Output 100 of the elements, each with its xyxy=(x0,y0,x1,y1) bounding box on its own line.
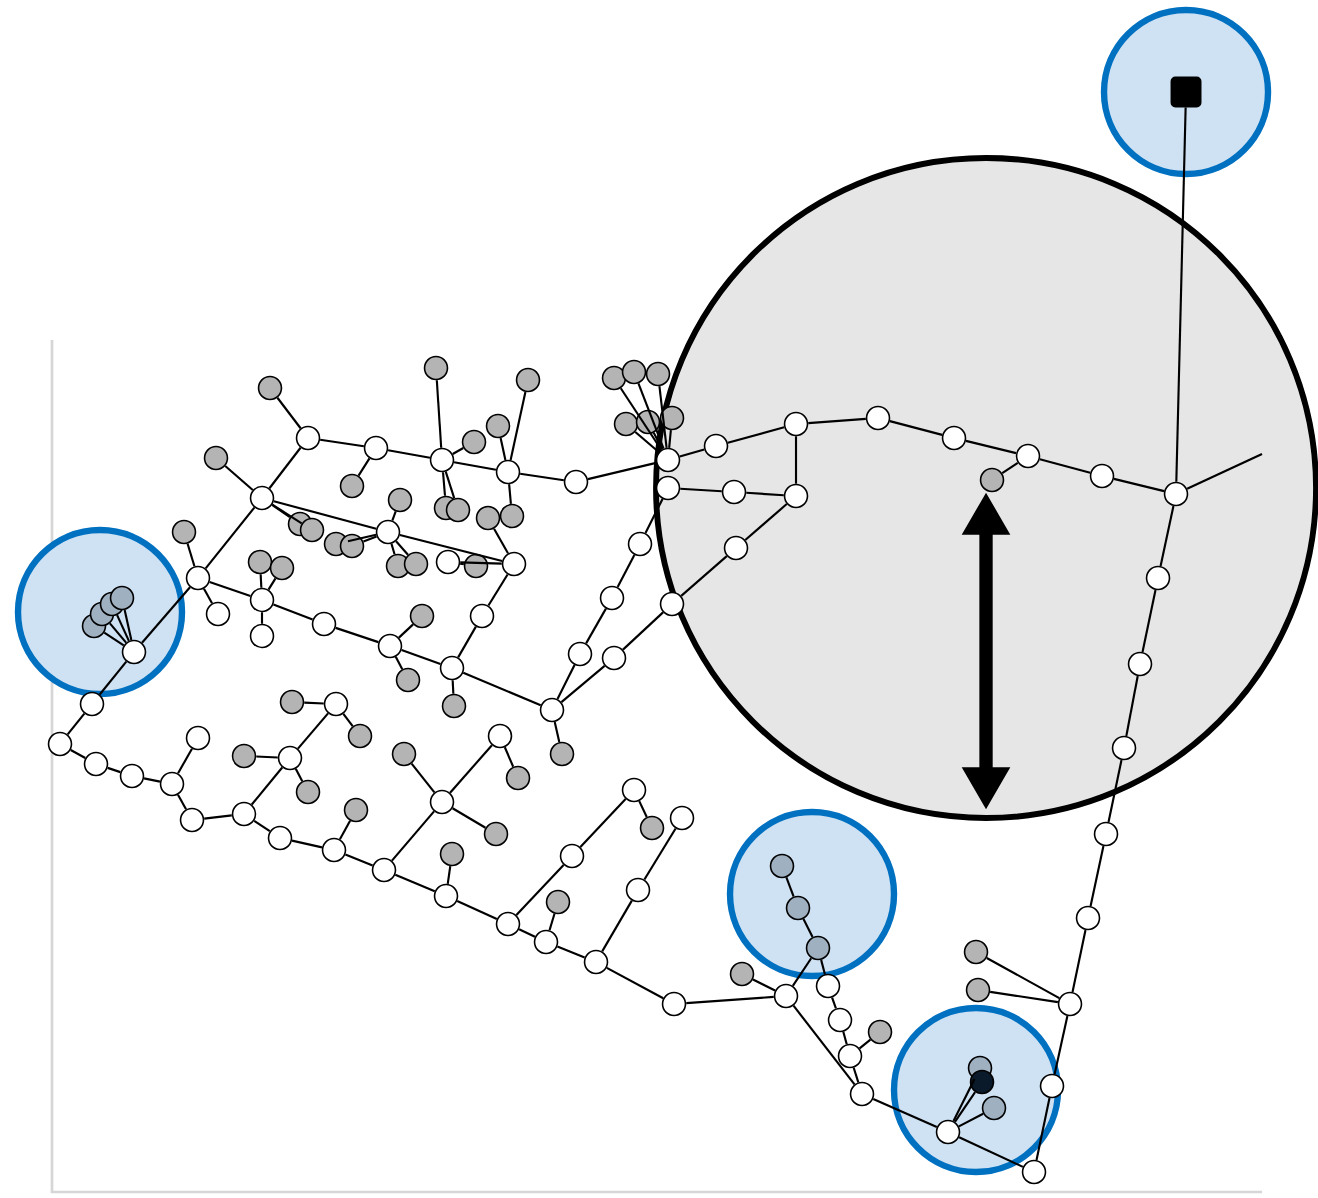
network-node xyxy=(339,473,365,499)
network-node xyxy=(79,691,105,717)
connector xyxy=(637,383,665,449)
connector xyxy=(204,814,232,820)
network-node xyxy=(247,549,273,575)
connector xyxy=(794,436,798,484)
connector xyxy=(668,430,672,448)
network-node xyxy=(583,949,609,975)
connector xyxy=(446,866,452,885)
connector xyxy=(958,1112,984,1128)
network-node xyxy=(965,977,991,1003)
connector xyxy=(304,701,324,705)
connector xyxy=(394,873,436,893)
connector xyxy=(451,680,455,694)
connector xyxy=(390,543,396,555)
connector xyxy=(1186,453,1263,490)
network-node xyxy=(429,789,455,815)
connector xyxy=(271,503,303,525)
network-node xyxy=(429,447,455,473)
connector xyxy=(587,461,657,481)
network-node xyxy=(435,549,461,575)
connector xyxy=(579,798,627,848)
connector xyxy=(452,447,464,455)
network-node xyxy=(941,425,967,451)
connector xyxy=(204,506,256,570)
connector xyxy=(644,498,664,534)
connector xyxy=(276,397,302,429)
connector xyxy=(462,671,542,707)
connector xyxy=(103,631,125,647)
network-node xyxy=(729,961,755,987)
connector xyxy=(548,913,556,931)
network-node xyxy=(979,467,1005,493)
connector xyxy=(634,431,660,453)
network-node xyxy=(171,519,197,545)
network-node xyxy=(231,801,257,827)
connector xyxy=(98,660,128,696)
network-node xyxy=(461,429,487,455)
connector xyxy=(1141,589,1157,653)
network-node xyxy=(773,983,799,1009)
connector xyxy=(345,853,373,867)
network-node xyxy=(1039,1073,1065,1099)
network-node xyxy=(395,667,421,693)
network-node xyxy=(409,603,435,629)
connector xyxy=(744,503,788,541)
network-node xyxy=(121,639,147,665)
network-node xyxy=(499,503,525,529)
network-node xyxy=(963,939,989,965)
network-node xyxy=(1111,735,1137,761)
connector xyxy=(727,426,785,444)
connector xyxy=(177,748,193,774)
connector xyxy=(1089,845,1105,907)
network-node xyxy=(377,633,403,659)
connector xyxy=(658,386,668,448)
connector xyxy=(453,461,497,471)
connector xyxy=(499,437,507,461)
network-node xyxy=(445,497,471,523)
connector xyxy=(556,664,576,700)
connector xyxy=(399,534,503,562)
network-node xyxy=(185,725,211,751)
connector xyxy=(203,588,213,604)
connector xyxy=(820,959,826,975)
network-node xyxy=(295,425,321,451)
network-node xyxy=(483,821,509,847)
network-node xyxy=(391,741,417,767)
connector xyxy=(553,721,561,743)
connector xyxy=(585,608,607,644)
network-node xyxy=(1093,821,1119,847)
connector xyxy=(66,712,86,736)
connector xyxy=(493,528,509,554)
network-node xyxy=(249,587,275,613)
connector xyxy=(1071,929,1087,993)
network-node xyxy=(463,553,489,579)
connector xyxy=(952,1078,976,1122)
network-node xyxy=(1015,443,1041,469)
connector xyxy=(858,1038,872,1050)
connector xyxy=(143,777,161,783)
network-node xyxy=(815,973,841,999)
connector xyxy=(831,997,837,1009)
connector xyxy=(224,465,254,491)
connector xyxy=(177,794,187,810)
connector xyxy=(619,387,663,451)
network-node xyxy=(563,469,589,495)
connector xyxy=(347,533,377,543)
network-node xyxy=(279,689,305,715)
network-node xyxy=(323,691,349,717)
connector xyxy=(791,957,813,987)
network-node xyxy=(203,445,229,471)
connector xyxy=(460,561,502,565)
network-node xyxy=(655,447,681,473)
connector xyxy=(268,447,302,489)
connector xyxy=(395,540,409,556)
connector xyxy=(267,577,277,591)
network-node xyxy=(1127,651,1153,677)
connector xyxy=(291,839,323,849)
network-node xyxy=(935,1119,961,1145)
connector xyxy=(401,649,441,665)
network-node xyxy=(981,1095,1007,1121)
network-node xyxy=(257,375,283,401)
network-node xyxy=(559,843,585,869)
network-node xyxy=(231,743,257,769)
